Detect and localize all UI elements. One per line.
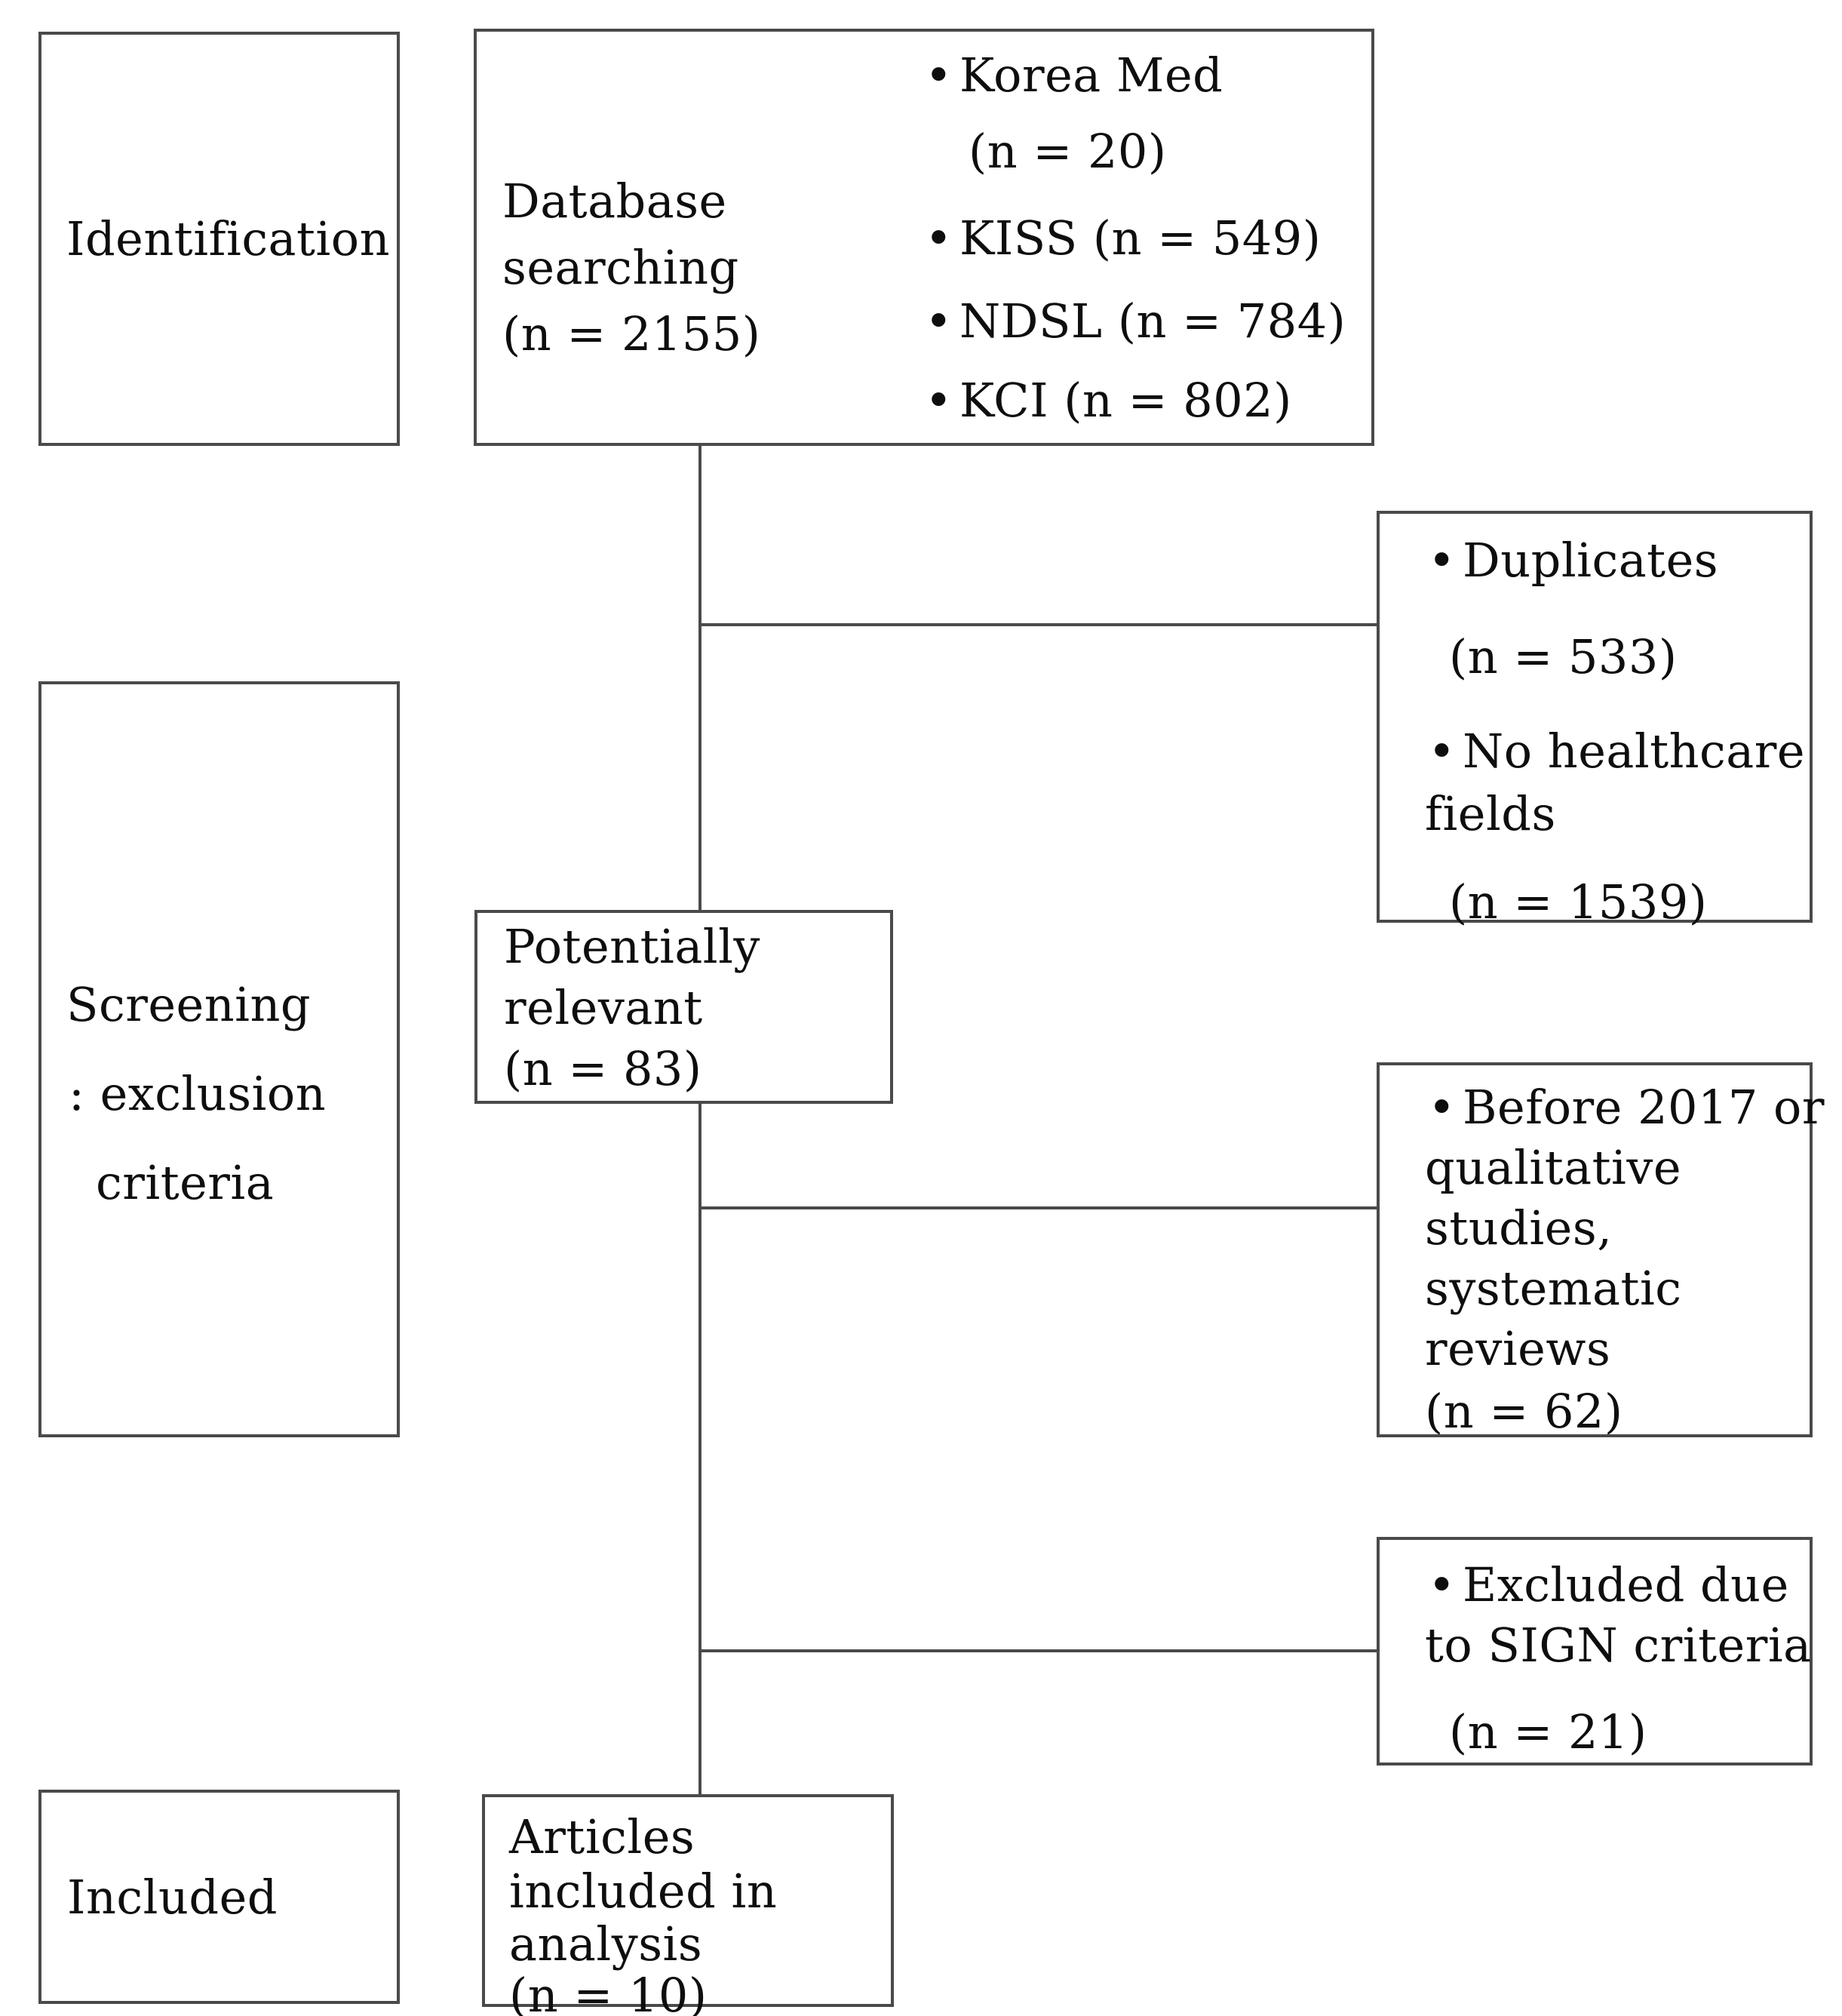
screening-stage-box: Screening : exclusion criteria: [38, 681, 400, 1437]
before-2017-label-cont2: studies,: [1425, 1200, 1613, 1255]
database-item-koreamed: •Korea Med: [925, 49, 1223, 102]
duplicates-line: •Duplicates: [1428, 534, 1718, 587]
duplicates-excluded-box: •Duplicates (n = 533) •No healthcare fie…: [1377, 511, 1813, 929]
branch-line-duplicates: [700, 623, 1377, 626]
sign-criteria-label-cont: to SIGN criteria: [1425, 1618, 1812, 1673]
sign-criteria-excluded-box: •Excluded due to SIGN criteria (n = 21): [1377, 1537, 1813, 1766]
potentially-relevant-count: (n = 83): [504, 1041, 702, 1096]
database-item-ndsl-label: NDSL (n = 784): [959, 293, 1346, 349]
bullet-icon: •: [925, 373, 953, 428]
potentially-relevant-line1: Potentially: [504, 919, 760, 974]
database-item-kci: •KCI (n = 802): [925, 374, 1292, 427]
screening-stage-label-line3: criteria: [96, 1155, 275, 1210]
potentially-relevant-box: Potentially relevant (n = 83): [474, 910, 893, 1104]
bullet-icon: •: [1428, 1080, 1457, 1135]
articles-included-count: (n = 10): [509, 1968, 708, 2016]
bullet-icon: •: [925, 48, 953, 103]
before-2017-label-cont1: qualitative: [1425, 1140, 1682, 1195]
database-item-kiss-label: KISS (n = 549): [959, 211, 1322, 266]
before-2017-count: (n = 62): [1425, 1384, 1623, 1439]
database-title-line1: Database: [502, 174, 727, 229]
database-searching-box: Database searching (n = 2155) •Korea Med…: [474, 29, 1374, 446]
articles-included-box: Articles included in analysis (n = 10): [482, 1794, 894, 2016]
identification-stage-label: Identification: [66, 211, 391, 266]
before-2017-label-cont4: reviews: [1425, 1321, 1611, 1376]
screening-stage-label-line2: : exclusion: [69, 1066, 327, 1121]
included-stage-label: Included: [67, 1869, 278, 1925]
identification-stage-box: Identification: [38, 32, 400, 446]
screening-stage-label-line1: Screening: [66, 977, 312, 1032]
database-title-line2: searching: [502, 240, 739, 295]
database-item-koreamed-count: (n = 20): [969, 124, 1167, 179]
database-item-kci-label: KCI (n = 802): [959, 373, 1292, 428]
sign-criteria-label: Excluded due: [1463, 1557, 1789, 1612]
no-healthcare-label-cont: fields: [1425, 786, 1556, 841]
before-2017-label: Before 2017 or: [1463, 1080, 1825, 1135]
bullet-icon: •: [1428, 533, 1457, 588]
articles-included-line1: Articles: [509, 1809, 695, 1864]
duplicates-label: Duplicates: [1463, 533, 1719, 588]
database-title-count: (n = 2155): [502, 306, 761, 361]
bullet-icon: •: [925, 211, 953, 266]
articles-included-line3: analysis: [509, 1916, 703, 1971]
duplicates-count: (n = 533): [1449, 629, 1678, 684]
branch-line-before-2017: [700, 1206, 1377, 1209]
database-item-kiss: •KISS (n = 549): [925, 212, 1321, 265]
sign-criteria-line: •Excluded due: [1428, 1559, 1789, 1612]
branch-line-sign-criteria: [700, 1649, 1377, 1652]
sign-criteria-count: (n = 21): [1449, 1704, 1647, 1759]
bullet-icon: •: [1428, 724, 1457, 779]
no-healthcare-line: •No healthcare: [1428, 725, 1805, 778]
before-2017-label-cont3: systematic: [1425, 1261, 1682, 1316]
before-2017-excluded-box: •Before 2017 or qualitative studies, sys…: [1377, 1062, 1825, 1439]
articles-included-line2: included in: [509, 1864, 778, 1919]
database-item-koreamed-label: Korea Med: [959, 48, 1223, 103]
no-healthcare-label: No healthcare: [1463, 724, 1806, 779]
bullet-icon: •: [925, 293, 953, 349]
before-2017-line: •Before 2017 or: [1428, 1081, 1825, 1134]
potentially-relevant-line2: relevant: [504, 980, 703, 1035]
database-item-ndsl: •NDSL (n = 784): [925, 295, 1346, 348]
flow-spine-line: [698, 446, 701, 1794]
bullet-icon: •: [1428, 1557, 1457, 1612]
no-healthcare-count: (n = 1539): [1449, 874, 1708, 930]
included-stage-box: Included: [38, 1790, 400, 2004]
